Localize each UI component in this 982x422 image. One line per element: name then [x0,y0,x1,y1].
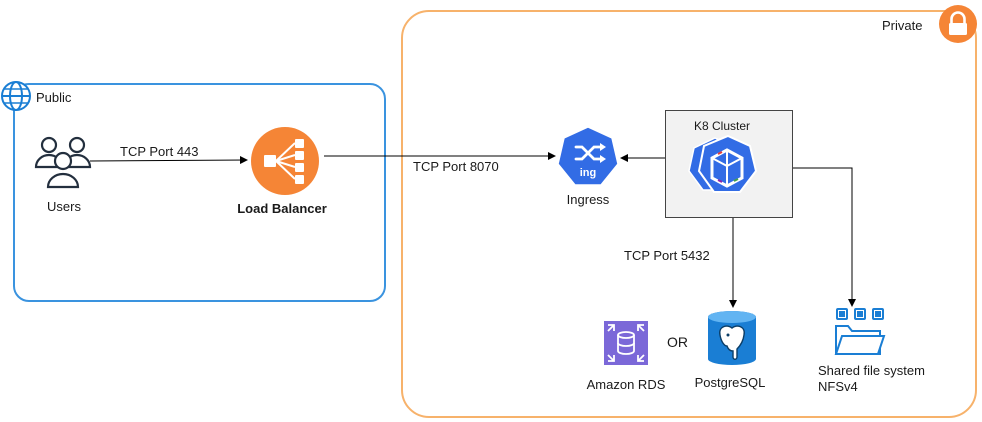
public-zone-label: Public [36,90,72,105]
postgresql-label: PostgreSQL [694,375,766,390]
ingress-icon-text: ing [580,167,597,179]
public-zone [13,83,386,302]
edge-users-to-lb [89,156,248,165]
private-zone [401,10,977,418]
amazon-rds-icon [604,321,648,365]
users-icon [34,136,92,189]
edge-label-443: TCP Port 443 [120,144,199,159]
shared-fs-label: Shared file system [818,363,925,378]
load-balancer-icon [251,127,319,195]
ingress-icon: ing [557,126,619,186]
users-label: Users [47,199,81,214]
k8-cluster-label: K8 Cluster [694,119,751,133]
globe-icon [1,81,31,111]
edge-label-5432: TCP Port 5432 [624,248,710,263]
amazon-rds-label: Amazon RDS [586,377,666,392]
shared-folder-icon [834,308,886,355]
private-zone-label: Private [882,18,923,33]
kubernetes-pod-icon [688,134,758,193]
lock-icon [939,5,977,43]
edge-label-8070: TCP Port 8070 [413,159,499,174]
shared-fs-protocol-label: NFSv4 [818,379,858,394]
or-label: OR [667,334,688,350]
edge-cluster-to-nfs [793,167,856,307]
ingress-label: Ingress [566,192,610,207]
postgresql-icon [708,311,756,365]
load-balancer-label: Load Balancer [237,201,327,216]
